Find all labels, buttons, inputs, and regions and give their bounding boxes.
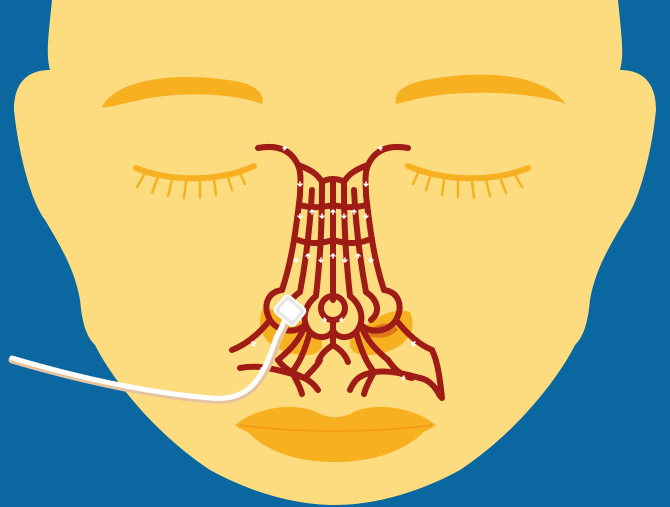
illustration-stage	[0, 0, 670, 507]
face-vasculature-illustration	[0, 0, 670, 507]
